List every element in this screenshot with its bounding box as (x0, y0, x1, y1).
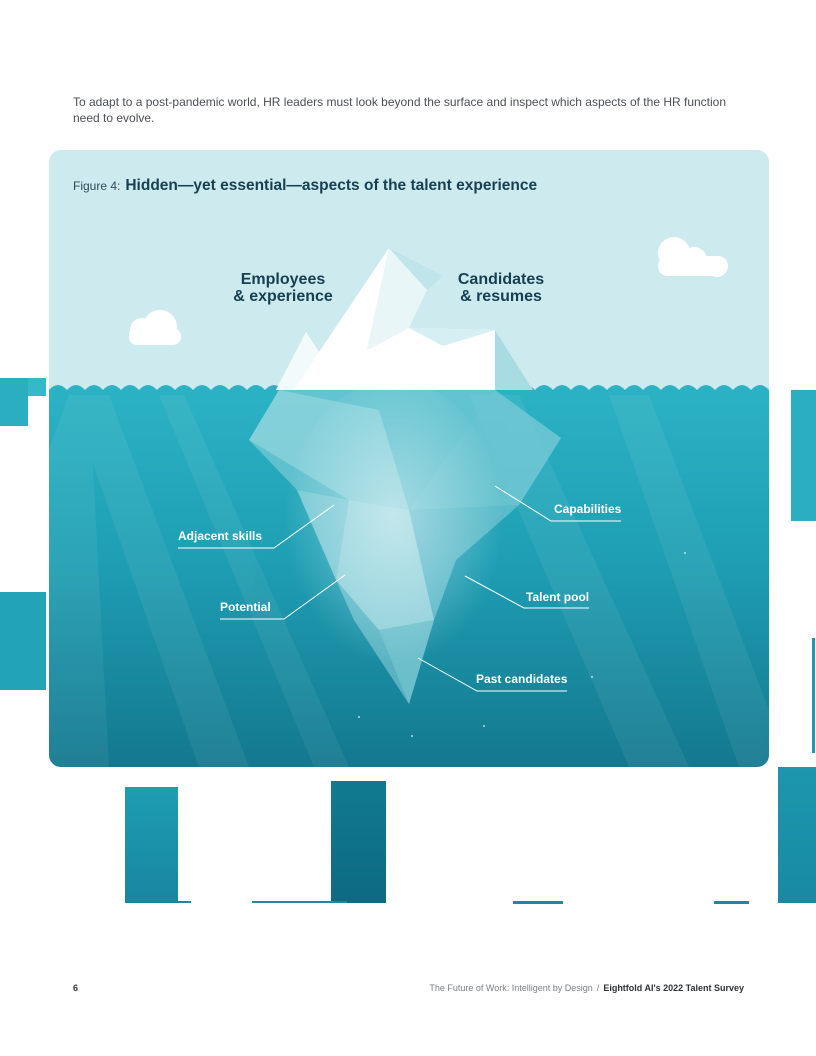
label-potential: Potential (220, 600, 271, 614)
publication-title: The Future of Work: Intelligent by Desig… (429, 983, 593, 993)
iceberg-figure: Figure 4: Hidden—yet essential—aspects of… (49, 150, 769, 767)
decorative-line-3 (513, 901, 563, 904)
footer-publication: The Future of Work: Intelligent by Desig… (429, 983, 744, 993)
decorative-bar-1 (125, 787, 178, 903)
decorative-line-4 (714, 901, 749, 904)
decorative-line-2 (252, 901, 347, 903)
iceberg-illustration (49, 150, 769, 767)
sparkles (358, 552, 686, 737)
report-title: Eightfold AI's 2022 Talent Survey (603, 983, 744, 993)
decorative-block-right-low (778, 767, 816, 903)
decorative-block-left-mid (0, 592, 46, 690)
iceberg-underwater (249, 380, 561, 704)
label-employees-experience: Employees & experience (233, 271, 333, 305)
label-adjacent-skills: Adjacent skills (178, 529, 263, 543)
label-candidates-resumes: Candidates & resumes (457, 271, 545, 305)
label-capabilities: Capabilities (554, 502, 622, 516)
intro-paragraph: To adapt to a post-pandemic world, HR le… (73, 95, 727, 125)
footer-separator: / (596, 983, 600, 993)
label-past-candidates: Past candidates (476, 672, 568, 686)
label-talent-pool: Talent pool (526, 590, 590, 604)
leader-line-talent-pool (464, 575, 589, 609)
figure-title: Figure 4: Hidden—yet essential—aspects of… (73, 177, 537, 195)
leader-line-past-candidates (417, 657, 567, 692)
leader-line-potential (220, 574, 346, 620)
iceberg-above-water (276, 248, 533, 390)
decorative-line-right (812, 638, 815, 753)
decorative-block-left-top-small (28, 378, 46, 396)
figure-number: Figure 4: (73, 179, 121, 193)
leader-line-adjacent-skills (178, 504, 335, 549)
decorative-bar-2 (331, 781, 386, 903)
decorative-block-right-top (791, 390, 816, 521)
decorative-line-1 (178, 901, 191, 903)
cloud-icon (658, 237, 728, 277)
leader-lines (178, 485, 621, 692)
page-number: 6 (73, 983, 79, 993)
decorative-block-left-top (0, 378, 28, 426)
leader-line-capabilities (494, 485, 621, 522)
cloud-icon (129, 310, 181, 345)
figure-title-text: Hidden—yet essential—aspects of the tale… (125, 177, 538, 194)
